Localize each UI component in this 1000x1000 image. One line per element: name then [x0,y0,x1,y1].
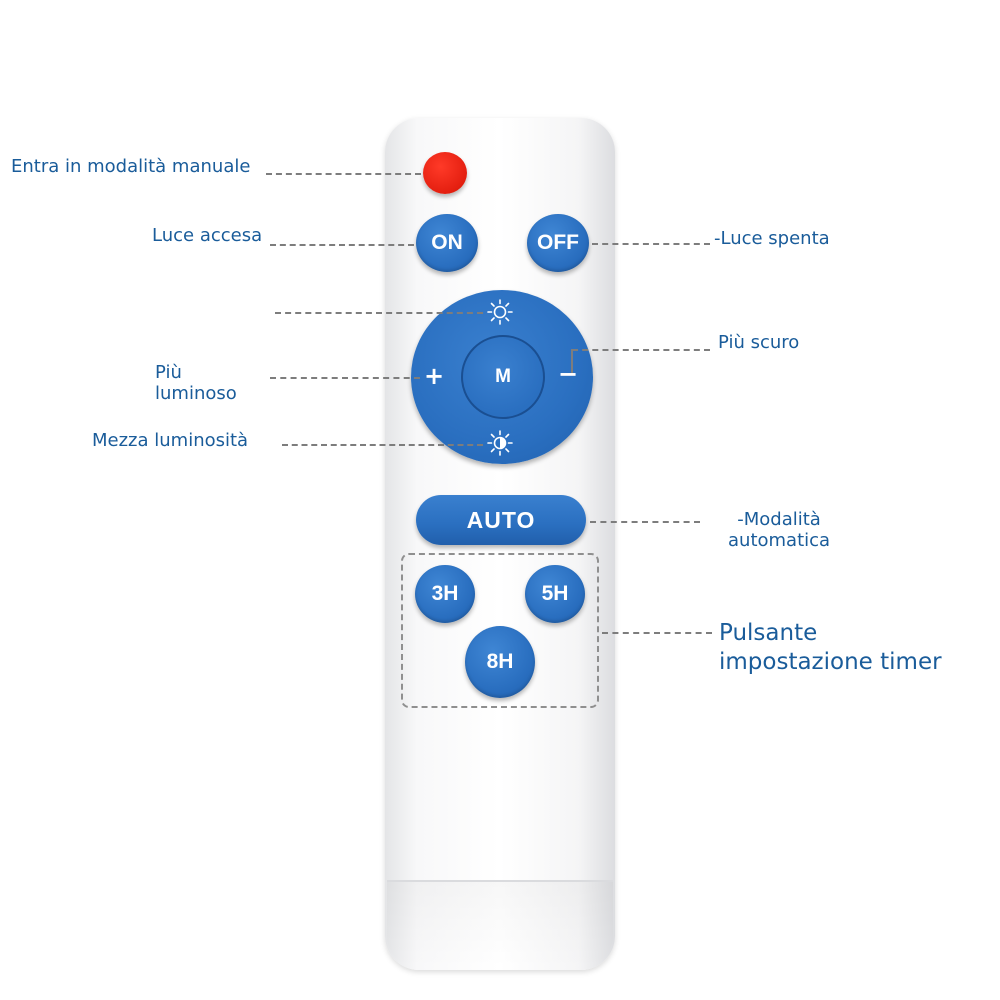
brighter-plus-button[interactable]: + [424,362,445,390]
leader-darker [572,349,710,351]
label-half-brightness: Mezza luminosità [92,430,249,451]
leader-light-off [592,243,710,245]
leader-brighter [270,377,420,379]
label-timer: Pulsante impostazione timer [719,619,942,677]
label-brighter: Più luminoso [155,362,237,404]
label-brighter-line2: luminoso [155,383,237,404]
leader-darker-stem [571,349,573,373]
label-light-off: -Luce spenta [714,228,830,249]
label-timer-line1: Pulsante [719,620,818,646]
label-auto-mode-line1: -Modalità [737,509,821,530]
manual-mode-button[interactable] [423,152,467,194]
label-brighter-line1: Più [155,362,182,383]
label-darker: Più scuro [718,332,800,353]
timer-8h-button[interactable]: 8H [465,626,535,698]
leader-auto-mode [590,521,700,523]
label-auto-mode: -Modalità automatica [728,509,830,551]
darker-minus-button[interactable]: − [558,360,579,388]
remote-battery-cover [387,882,613,968]
auto-button[interactable]: AUTO [416,495,586,545]
leader-manual-mode [266,173,421,175]
leader-half-brightness [282,444,483,446]
timer-group-outline [401,553,599,708]
leader-timer [602,632,712,634]
on-button[interactable]: ON [416,214,478,272]
sun-half-icon[interactable] [486,429,514,457]
remote-battery-seam [387,880,613,882]
label-manual-mode: Entra in modalità manuale [11,156,251,177]
timer-3h-button[interactable]: 3H [415,565,475,623]
mode-button[interactable]: M [461,335,545,419]
label-light-on: Luce accesa [152,225,263,246]
timer-5h-button[interactable]: 5H [525,565,585,623]
label-auto-mode-line2: automatica [728,530,831,551]
off-button[interactable]: OFF [527,214,589,272]
sun-full-icon[interactable] [486,298,514,326]
leader-light-on [270,244,414,246]
leader-full-brightness [275,312,483,314]
label-timer-line2: impostazione timer [719,649,942,675]
